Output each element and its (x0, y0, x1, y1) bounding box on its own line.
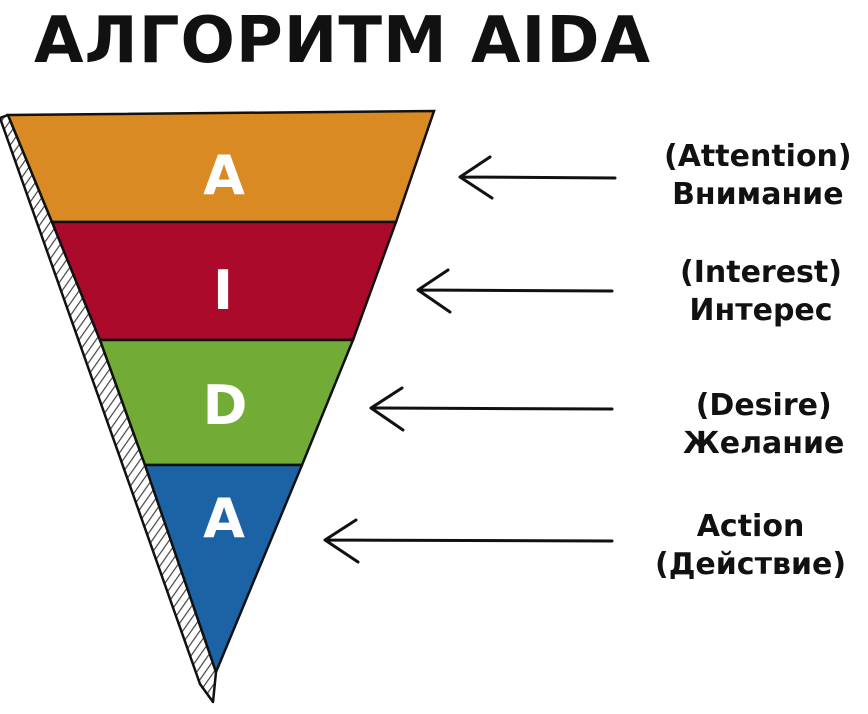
label-desire-en: (Desire) (695, 388, 832, 423)
tier-desire-letter: D (203, 374, 248, 437)
label-attention: (Attention) Внимание (664, 138, 852, 214)
label-attention-ru: Внимание (672, 177, 844, 212)
tier-interest-letter: I (213, 259, 233, 322)
tier-attention-letter: A (203, 144, 245, 207)
label-desire: (Desire) Желание (683, 387, 844, 463)
tier-action-letter: A (203, 487, 245, 550)
label-interest: (Interest) Интерес (680, 254, 842, 330)
arrow-interest-icon (416, 268, 614, 314)
label-attention-en: (Attention) (664, 139, 852, 174)
tier-desire: D (98, 338, 355, 467)
tier-interest: I (50, 220, 398, 342)
label-interest-ru: Интерес (689, 293, 833, 328)
label-action: Action (Действие) (655, 508, 846, 584)
arrow-attention-icon (458, 155, 617, 200)
tier-attention: A (6, 109, 436, 224)
label-interest-en: (Interest) (680, 255, 842, 290)
arrow-desire-icon (369, 386, 614, 432)
label-action-ru: (Действие) (655, 547, 847, 582)
label-desire-ru: Желание (683, 426, 845, 461)
tier-action-band (143, 463, 304, 674)
label-action-en: Action (696, 509, 805, 544)
tier-action: A (143, 463, 304, 674)
diagram-title: АЛГОРИТМ AIDA (34, 4, 651, 78)
arrow-action-icon (323, 518, 614, 564)
